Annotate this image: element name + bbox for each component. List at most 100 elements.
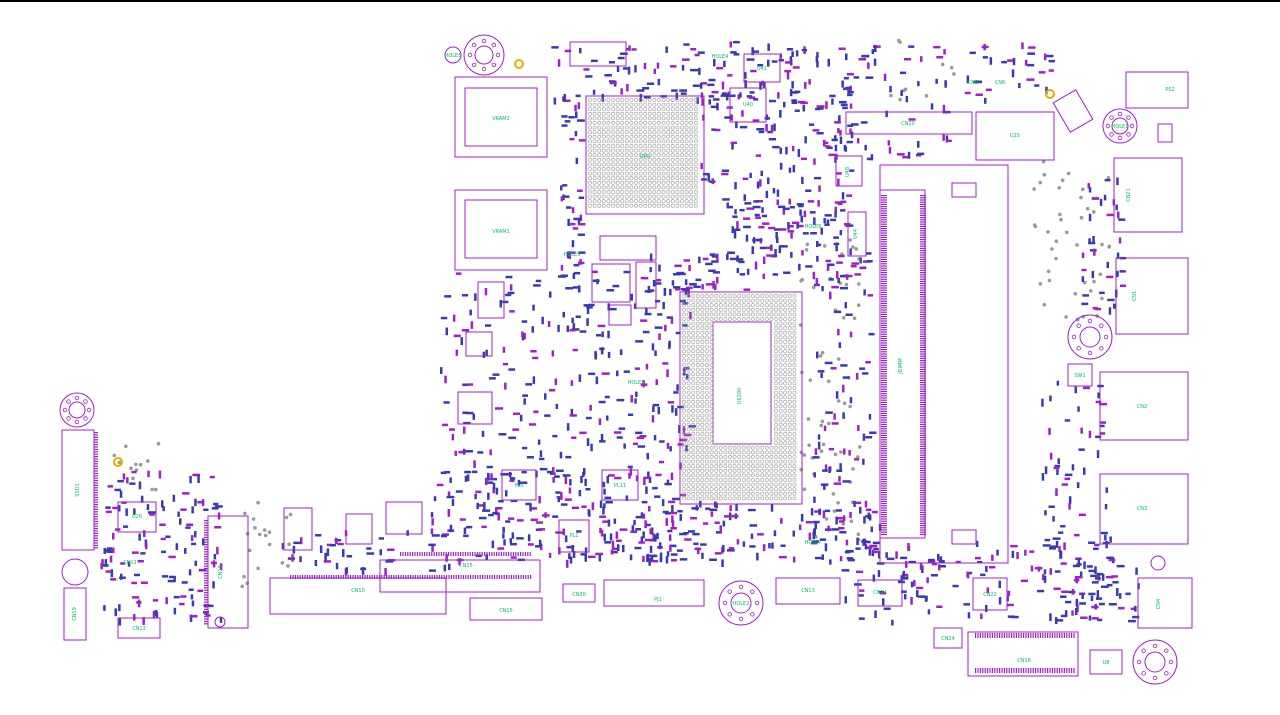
cpu-ball	[682, 478, 686, 482]
smd-pad	[191, 542, 197, 546]
connector-pin	[94, 487, 98, 489]
smd-pad	[830, 218, 836, 222]
smd-pad	[620, 52, 628, 55]
gpu-ball	[624, 102, 629, 107]
gpu-ball	[652, 148, 657, 153]
gpu-ball	[606, 171, 611, 176]
smd-pad	[168, 555, 176, 559]
connector-pin	[204, 623, 208, 625]
cpu-ball	[774, 312, 778, 317]
gpu-ball	[620, 148, 625, 153]
dimm-pin	[920, 419, 926, 421]
connector-pin	[1018, 668, 1020, 673]
connector-pin	[204, 539, 208, 541]
connector-pin	[1063, 668, 1065, 673]
cpu-ball	[778, 353, 783, 358]
smd-pad	[722, 520, 726, 527]
via	[150, 487, 154, 492]
gpu-ball	[647, 125, 652, 130]
smd-pad	[969, 51, 976, 55]
cpu-ball	[686, 413, 691, 418]
cpu-ball	[783, 330, 788, 335]
smd-pad	[841, 192, 845, 200]
smd-pad	[843, 448, 846, 455]
hole-pin	[1136, 659, 1142, 665]
dimm-pin	[881, 432, 887, 434]
cpu-ball	[783, 468, 788, 473]
smd-pad	[831, 528, 840, 531]
smd-pad	[762, 544, 766, 552]
cpu-ball	[695, 294, 700, 298]
smd-pad	[1071, 610, 1074, 616]
smd-pad	[856, 138, 860, 144]
cpu-ball	[695, 464, 700, 469]
cpu-ball	[718, 298, 723, 303]
via	[287, 542, 291, 546]
dimm-pin	[881, 241, 887, 243]
cpu-ball	[778, 381, 783, 386]
connector-pin	[1001, 633, 1003, 638]
smd-pad	[485, 477, 488, 486]
cpu-ball	[691, 386, 696, 390]
smd-pad	[1094, 307, 1102, 311]
cpu-ball	[705, 455, 709, 459]
cpu-ball	[769, 478, 774, 482]
smd-pad	[564, 49, 572, 53]
hole-pin	[1087, 318, 1093, 324]
connector-pin	[304, 575, 306, 579]
smd-pad	[842, 412, 845, 419]
smd-pad	[1111, 575, 1118, 578]
via	[836, 501, 840, 505]
cpu-ball	[709, 358, 714, 363]
dimm-latch-bottom	[951, 529, 977, 545]
gpu-ball	[638, 167, 643, 171]
smd-pad	[787, 230, 795, 233]
cpu-ball	[787, 441, 792, 446]
cpu-ball	[682, 349, 686, 354]
smd-pad	[572, 551, 576, 558]
smd-pad	[839, 136, 843, 144]
connector-pin	[994, 633, 996, 638]
smd-pad	[721, 81, 725, 90]
cpu-ball	[686, 450, 691, 455]
cpu-ball	[686, 395, 691, 400]
cpu-ball	[778, 390, 783, 395]
cpu-ball	[705, 326, 709, 331]
smd-pad	[436, 483, 444, 487]
connector-pin	[429, 575, 431, 579]
connector-pin	[204, 599, 208, 601]
cpu-ball	[695, 487, 700, 492]
gpu-ball	[588, 180, 592, 185]
connector-pin	[1011, 668, 1013, 673]
cpu-ball	[751, 496, 755, 501]
gpu-ball	[638, 98, 643, 102]
hole-pin	[1126, 115, 1131, 120]
smd-pad	[444, 375, 447, 384]
smd-pad	[778, 555, 787, 559]
label-hole2: HOLE2	[733, 601, 750, 607]
connector-pin	[414, 575, 416, 579]
cpu-ball	[778, 445, 783, 450]
cpu-ball	[787, 399, 792, 404]
cpu-ball	[792, 298, 797, 303]
via	[1050, 247, 1054, 251]
gpu-ball	[652, 153, 657, 158]
cpu-ball	[709, 317, 714, 321]
smd-pad	[938, 565, 946, 568]
smd-pad	[813, 472, 816, 478]
smd-pad	[627, 413, 634, 416]
cn20-outline	[845, 111, 973, 135]
via	[1046, 269, 1051, 274]
label-gpu: GPU	[640, 154, 651, 160]
connector-pin	[1068, 633, 1070, 638]
smd-pad	[676, 549, 683, 552]
smd-pad	[623, 67, 629, 70]
cpu-ball	[709, 432, 714, 436]
smd-pad	[749, 545, 756, 548]
dimm-pin	[881, 470, 887, 472]
smd-pad	[1058, 546, 1061, 552]
smd-pad	[123, 525, 129, 528]
smd-pad	[891, 619, 894, 626]
dimm-pin	[920, 474, 926, 476]
smd-pad	[1075, 598, 1079, 607]
